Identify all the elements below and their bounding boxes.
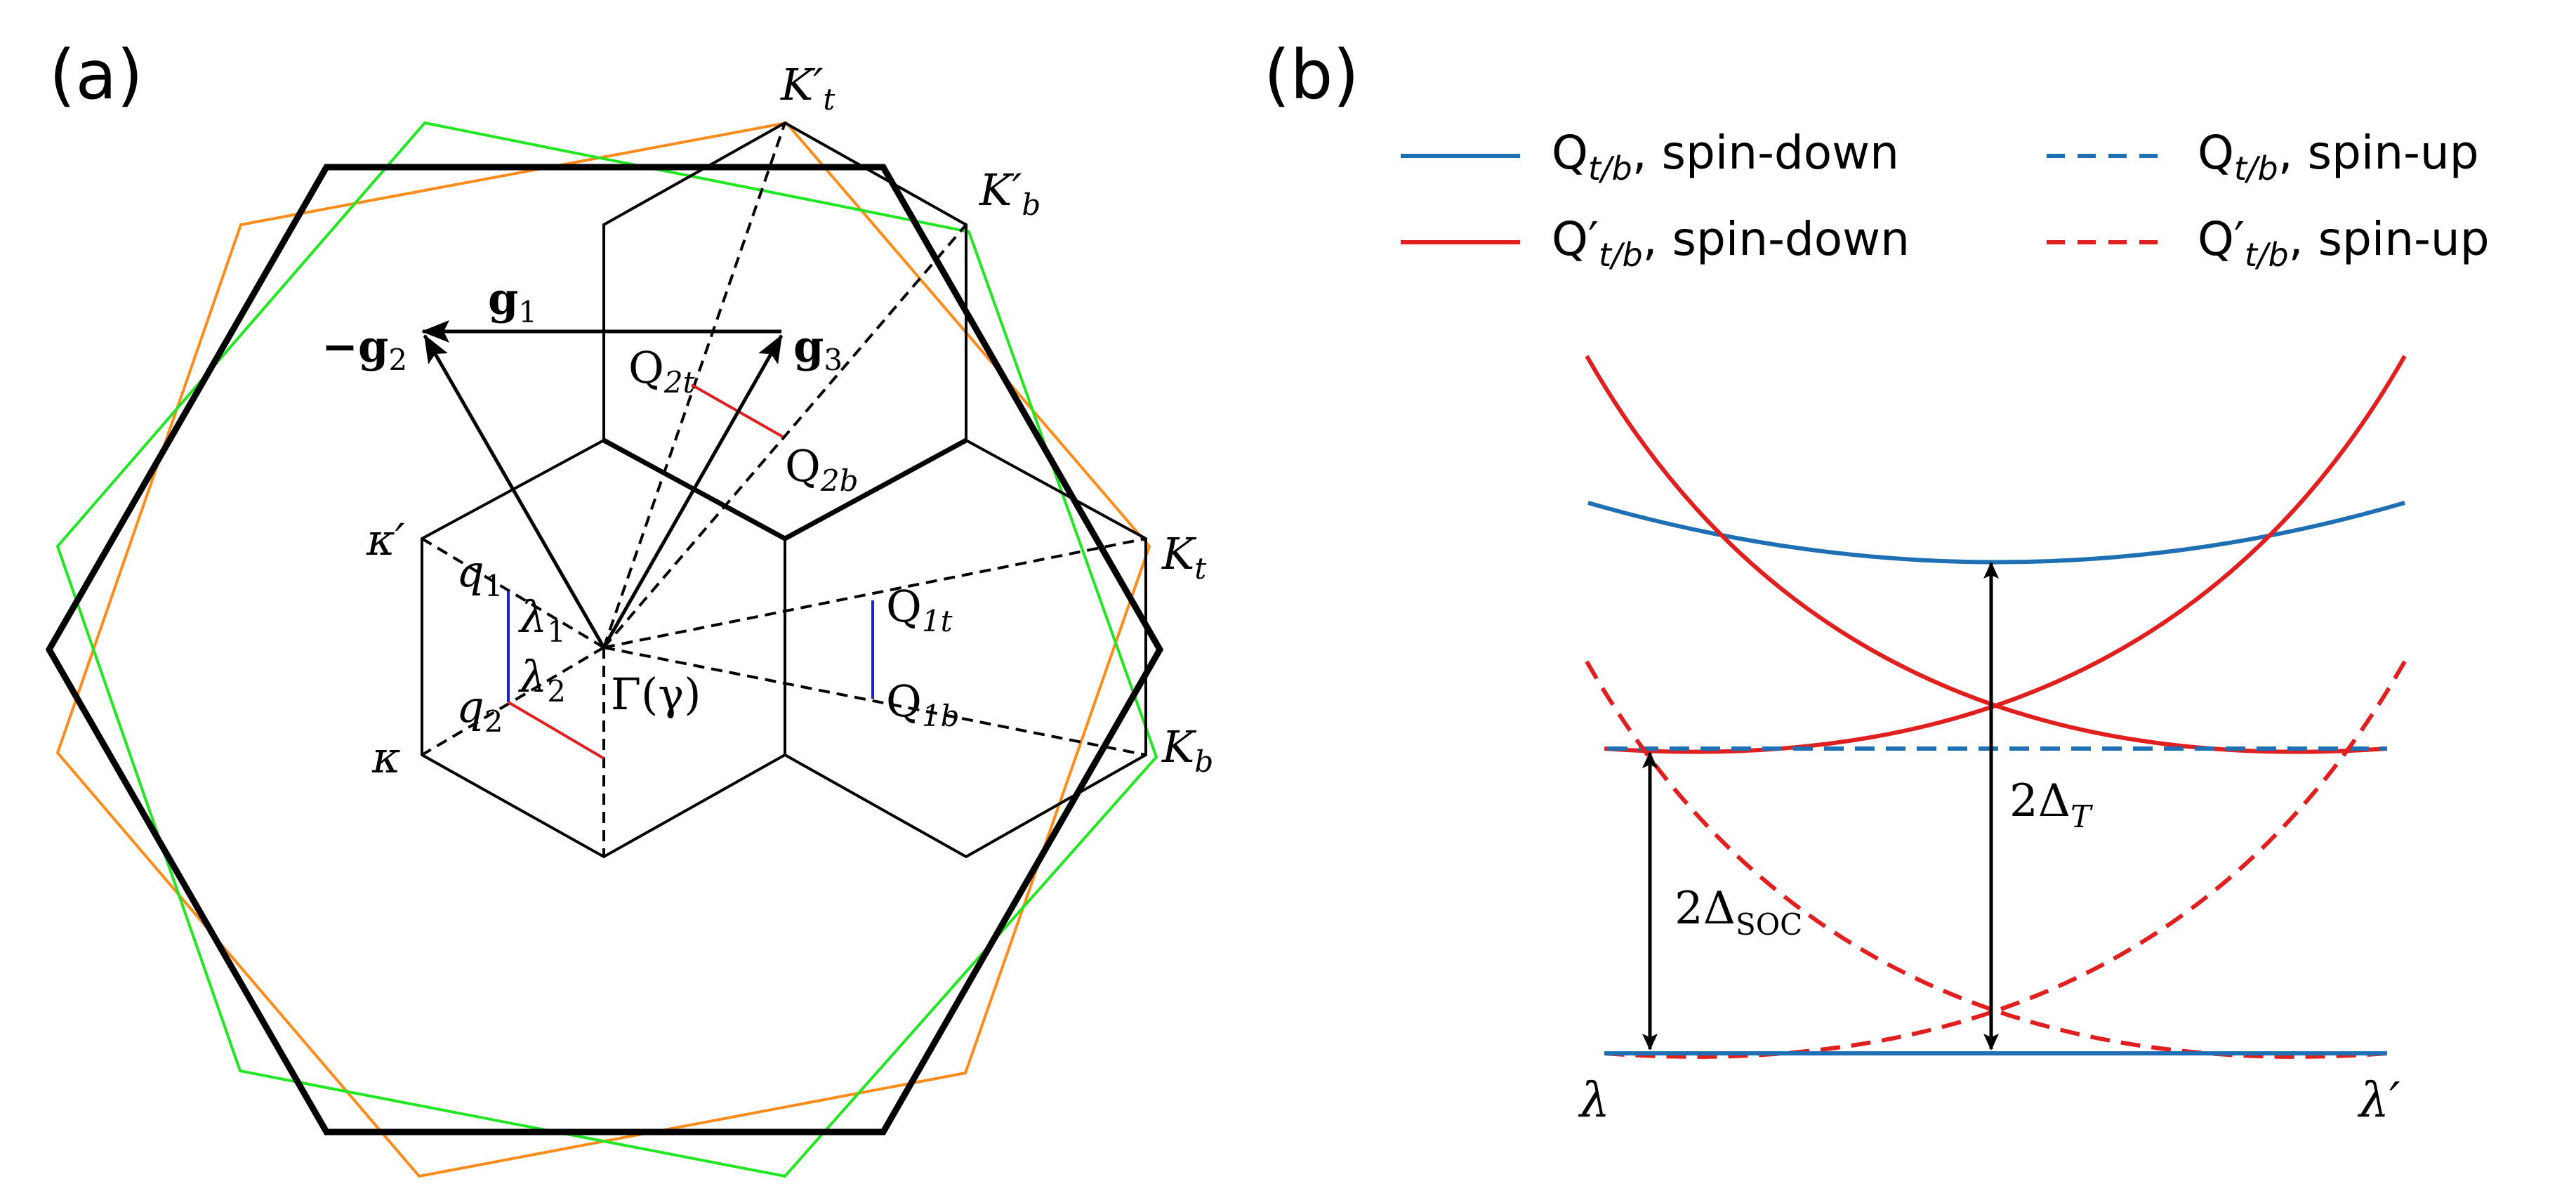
- dash-gamma-kb: [603, 646, 1147, 756]
- legend: Qt/b, spin-down Qt/b, spin-up Q′t/b, spi…: [1401, 126, 2490, 274]
- label-Kt: Kt: [1161, 528, 1206, 586]
- legend-text-q-spin-up: Qt/b, spin-up: [2198, 126, 2479, 187]
- vector-minus-g2: [423, 334, 606, 649]
- label-Q2b: Q2b: [785, 440, 858, 498]
- top-layer-hexagon: [55, 121, 1151, 1178]
- curve-qprime-spin-down-right: [1604, 355, 2407, 754]
- label-minus-g2: −g2: [322, 321, 407, 377]
- label-kappa-prime: κ′: [366, 514, 405, 565]
- label-g1: g1: [488, 273, 537, 329]
- dash-gamma-kbprime: [602, 223, 967, 649]
- legend-item-q-spin-down: Qt/b, spin-down: [1401, 126, 1899, 187]
- supercell-hexagon: [45, 164, 1164, 1136]
- legend-item-qprime-spin-up: Q′t/b, spin-up: [2047, 212, 2490, 274]
- label-Kb: Kb: [1161, 721, 1213, 779]
- bottom-layer-hexagon-outline: [55, 121, 1158, 1178]
- label-g3: g3: [793, 321, 843, 377]
- label-q1: q1: [456, 546, 503, 603]
- panel-b-label: (b): [1264, 36, 1359, 114]
- label-Kb-prime: K′b: [979, 164, 1041, 222]
- curve-qprime-spin-up-left: [1585, 660, 2388, 1059]
- legend-text-qprime-spin-up: Q′t/b, spin-up: [2198, 212, 2490, 274]
- label-Q2t: Q2t: [628, 342, 695, 400]
- label-lambda1: λ1: [517, 591, 566, 649]
- label-gamma: Γ(γ): [611, 669, 701, 720]
- q2-red-segment: [507, 701, 605, 760]
- vector-g3: [602, 334, 784, 649]
- label-delta-T: 2ΔT: [2009, 775, 2094, 835]
- label-Kt-prime: K′t: [780, 59, 835, 117]
- label-lambda2: λ2: [517, 651, 566, 709]
- panel-a: (a): [45, 36, 1213, 1178]
- dash-gamma-kt: [603, 537, 1147, 649]
- label-Q1t: Q1t: [886, 581, 953, 638]
- legend-text-q-spin-down: Qt/b, spin-down: [1552, 126, 1899, 187]
- axis-label-left: λ: [1578, 1073, 1610, 1128]
- mini-bz-right: [784, 438, 1147, 859]
- panel-b: (b) Qt/b, spin-down Qt/b, spin-up Q′t/b,…: [1264, 36, 2490, 1128]
- panel-a-label: (a): [49, 36, 143, 114]
- label-Q1b: Q1b: [886, 676, 959, 733]
- curve-qprime-spin-down-left: [1585, 355, 2388, 754]
- label-q2: q2: [456, 681, 503, 739]
- legend-item-qprime-spin-down: Q′t/b, spin-down: [1401, 212, 1910, 274]
- band-curves: [1585, 355, 2407, 1059]
- legend-text-qprime-spin-down: Q′t/b, spin-down: [1552, 212, 1910, 274]
- mini-bz-hexagons: [421, 121, 1147, 859]
- dash-gamma-kappaprime: [421, 537, 605, 649]
- dash-gamma-kappa: [421, 646, 605, 756]
- label-delta-soc: 2ΔSOC: [1675, 883, 1802, 942]
- label-kappa: κ: [371, 732, 401, 783]
- curve-q-spin-down-upper: [1587, 501, 2405, 565]
- curve-qprime-spin-up-right: [1604, 660, 2407, 1059]
- axis-label-right: λ′: [2357, 1073, 2400, 1128]
- legend-item-q-spin-up: Qt/b, spin-up: [2047, 126, 2479, 187]
- panel-a-labels: g1 −g2 g3 K′t K′b Kt Kb κ′ κ Γ(γ) q1 q2 …: [322, 59, 1213, 783]
